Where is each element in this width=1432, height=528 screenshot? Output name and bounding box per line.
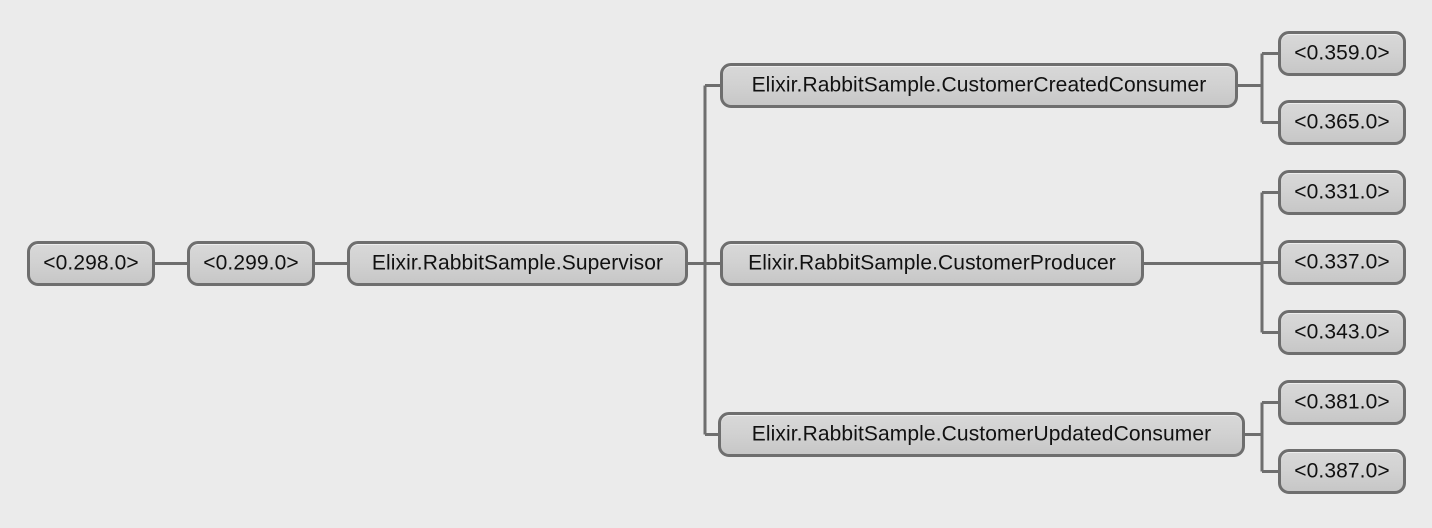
tree-node-0-387-0[interactable]: <0.387.0> xyxy=(1278,449,1406,494)
tree-node-supervisor[interactable]: Elixir.RabbitSample.Supervisor xyxy=(347,241,688,286)
tree-node-label: <0.343.0> xyxy=(1294,320,1390,344)
tree-node-label: Elixir.RabbitSample.Supervisor xyxy=(371,251,664,275)
tree-node-0-343-0[interactable]: <0.343.0> xyxy=(1278,310,1406,355)
tree-node-0-331-0[interactable]: <0.331.0> xyxy=(1278,170,1406,215)
tree-node-label: <0.365.0> xyxy=(1294,110,1390,134)
tree-node-label: <0.387.0> xyxy=(1294,459,1390,483)
tree-node-label: <0.337.0> xyxy=(1294,250,1390,274)
tree-node-0-337-0[interactable]: <0.337.0> xyxy=(1278,240,1406,285)
tree-node-customer-producer[interactable]: Elixir.RabbitSample.CustomerProducer xyxy=(720,241,1144,286)
tree-node-0-365-0[interactable]: <0.365.0> xyxy=(1278,100,1406,145)
tree-node-customer-created-consumer[interactable]: Elixir.RabbitSample.CustomerCreatedConsu… xyxy=(720,63,1238,108)
tree-node-label: <0.359.0> xyxy=(1294,41,1390,65)
tree-node-label: Elixir.RabbitSample.CustomerUpdatedConsu… xyxy=(751,422,1212,446)
tree-node-label: Elixir.RabbitSample.CustomerCreatedConsu… xyxy=(751,73,1207,97)
tree-node-label: <0.381.0> xyxy=(1294,390,1390,414)
tree-node-0-381-0[interactable]: <0.381.0> xyxy=(1278,380,1406,425)
tree-node-label: Elixir.RabbitSample.CustomerProducer xyxy=(748,251,1116,275)
tree-node-label: <0.331.0> xyxy=(1294,180,1390,204)
tree-node-label: <0.298.0> xyxy=(43,251,139,275)
tree-node-label: <0.299.0> xyxy=(203,251,299,275)
tree-node-0-299-0[interactable]: <0.299.0> xyxy=(187,241,315,286)
tree-node-customer-updated-consumer[interactable]: Elixir.RabbitSample.CustomerUpdatedConsu… xyxy=(718,412,1245,457)
tree-node-0-298-0[interactable]: <0.298.0> xyxy=(27,241,155,286)
tree-node-0-359-0[interactable]: <0.359.0> xyxy=(1278,31,1406,76)
